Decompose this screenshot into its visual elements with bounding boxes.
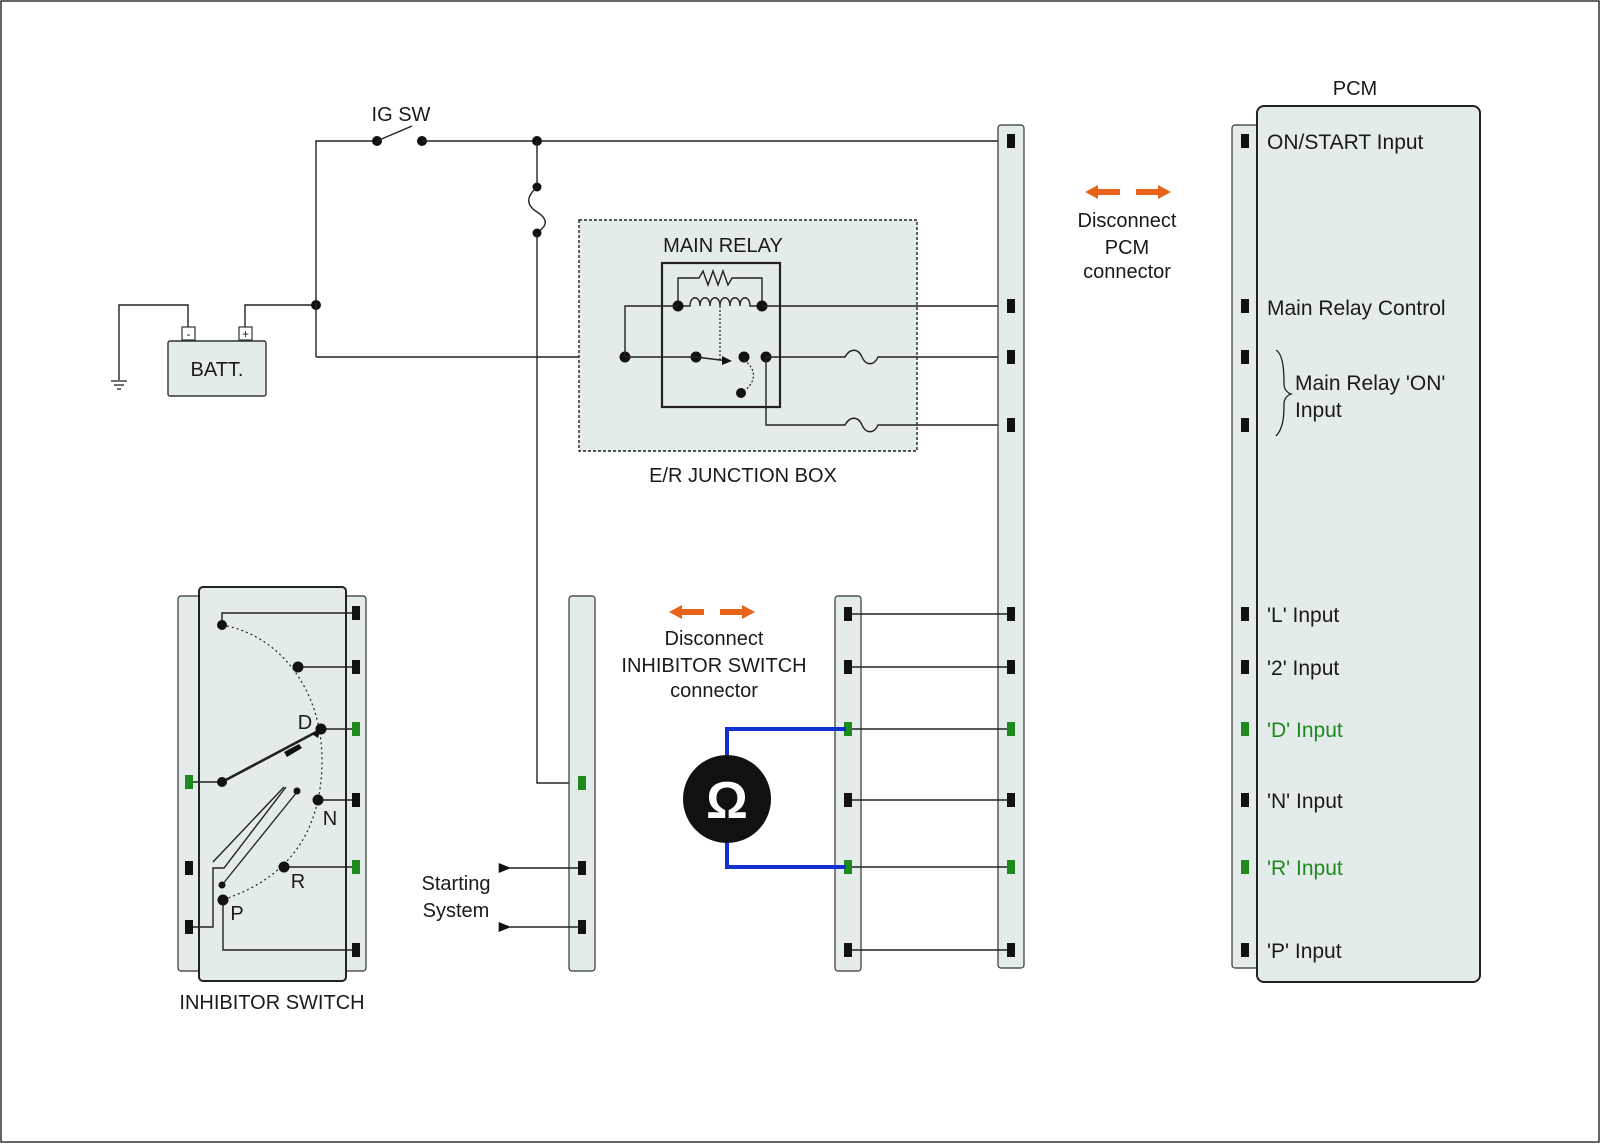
pcm-connector [1231,124,1259,969]
disconnect-pcm-arrows [1085,185,1171,199]
pcm-pin-l-input: 'L' Input [1267,604,1339,627]
pcm-pin-on-start: ON/START Input [1267,131,1424,154]
pcm-pin-r-input: 'R' Input [1267,857,1343,880]
disconnect-inhibitor-line2: INHIBITOR SWITCH [621,655,806,677]
pcm-pins [1241,134,1249,957]
main-relay-on-brace [1275,349,1294,437]
inhibitor-switch-label: INHIBITOR SWITCH [179,992,364,1014]
disconnect-pcm-line2: PCM [1105,237,1149,259]
pcm-pin-n-input: 'N' Input [1267,790,1343,813]
starting-system-line2: System [423,900,490,922]
main-relay-label: MAIN RELAY [663,235,783,257]
disconnect-pcm-line3: connector [1083,261,1171,283]
position-r-label: R [291,871,305,893]
pcm-pin-main-relay-on-line1: Main Relay 'ON' [1295,372,1445,395]
disconnect-pcm-line1: Disconnect [1078,210,1177,232]
pcm-pin-main-relay-on-line2: Input [1295,399,1342,422]
battery: - + BATT. [167,326,267,397]
ohmmeter: Ω [683,727,846,869]
position-n-label: N [323,808,337,830]
junction-box-label: E/R JUNCTION BOX [649,465,837,487]
pcm-harness-pins [1007,134,1015,957]
ground-icon [111,304,189,390]
starting-system-line1: Starting [422,873,491,895]
battery-label: BATT. [191,359,244,381]
position-d-label: D [298,712,312,734]
disconnect-inhibitor-line1: Disconnect [665,628,764,650]
position-p-label: P [230,903,243,925]
battery-plus-label: + [242,327,249,341]
pcm-body [1256,105,1481,983]
pcm-pin-2-input: '2' Input [1267,657,1339,680]
inhibitor-harness-connector [834,595,862,972]
pcm-pin-d-input: 'D' Input [1267,719,1343,742]
ohm-icon: Ω [706,772,748,830]
inhibitor-switch [177,586,367,982]
battery-minus-label: - [187,327,191,341]
pcm-label: PCM [1333,78,1377,100]
ig-switch-label: IG SW [372,104,431,126]
pcm-harness-connector [997,124,1025,969]
pcm-pin-main-relay-control: Main Relay Control [1267,297,1446,320]
pcm-pin-p-input: 'P' Input [1267,940,1342,963]
junction-box: MAIN RELAY E/R JUNCTION BOX [578,219,918,487]
disconnect-inhibitor-arrows [669,605,755,619]
disconnect-inhibitor-line3: connector [670,680,758,702]
